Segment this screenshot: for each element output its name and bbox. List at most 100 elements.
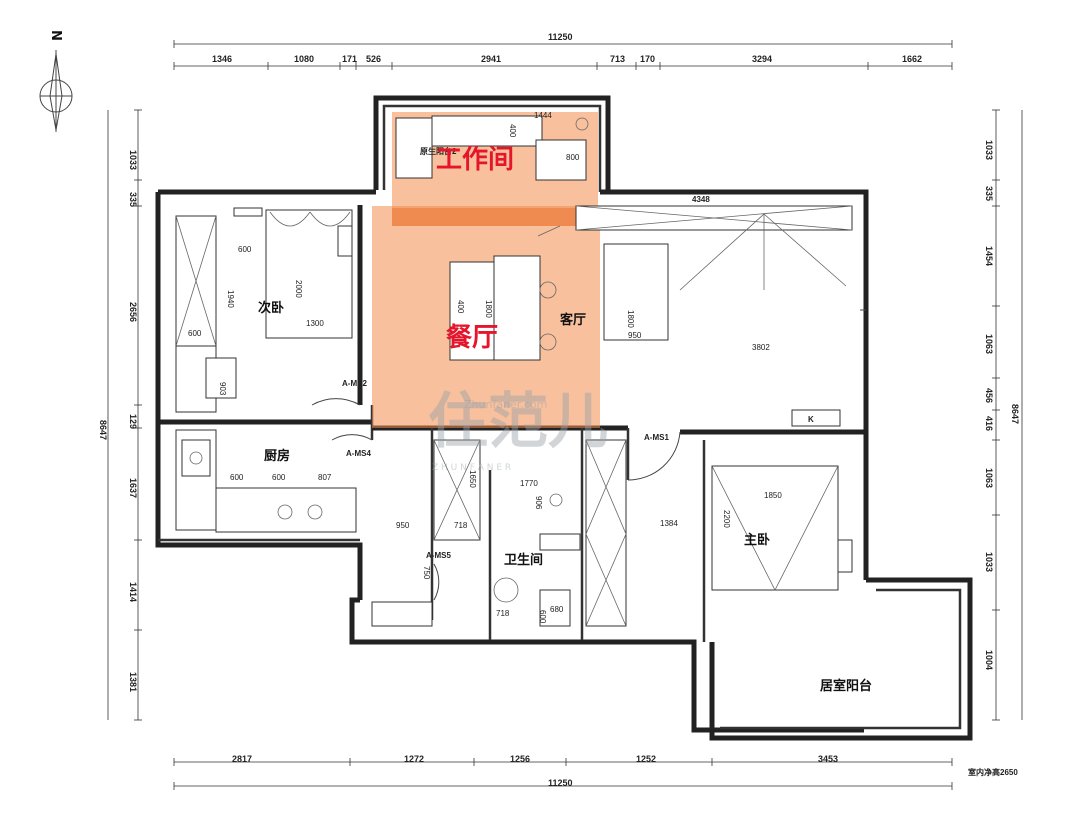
bath-dim-906: 906 bbox=[534, 496, 543, 510]
door-label-ms5: A-MS5 bbox=[426, 551, 451, 560]
left-dim-2: 335 bbox=[128, 192, 138, 207]
bed2-dim-1300: 1300 bbox=[306, 319, 324, 328]
bath-dim-950b: 950 bbox=[396, 521, 410, 530]
dining-dim-1800: 1800 bbox=[484, 300, 493, 318]
dining-label: 餐厅 bbox=[446, 323, 498, 353]
top-dim-6: 713 bbox=[610, 54, 625, 64]
master-dim-1384: 1384 bbox=[660, 519, 678, 528]
kitchen-dim-600b: 600 bbox=[272, 473, 286, 482]
right-dim-7: 1063 bbox=[984, 468, 994, 488]
right-dimensions: 1033 335 1454 1063 456 416 1063 1033 100… bbox=[984, 109, 1023, 721]
studio-dim-1444: 1444 bbox=[534, 111, 552, 120]
storage-cabinet bbox=[585, 439, 627, 627]
top-dim-5: 2941 bbox=[481, 54, 501, 64]
tv-cabinet bbox=[791, 409, 841, 427]
bottom-dim-4: 1252 bbox=[636, 754, 656, 764]
master-dim-1850: 1850 bbox=[764, 491, 782, 500]
dining-dim-400: 400 bbox=[456, 300, 465, 314]
right-total-dim: 8647 bbox=[1010, 404, 1020, 424]
stove-burner-icon bbox=[277, 504, 293, 520]
left-total-dim: 8647 bbox=[98, 420, 108, 440]
master-dim-2200: 2200 bbox=[722, 510, 731, 528]
sofa-dim-950: 950 bbox=[628, 331, 642, 340]
master-bed bbox=[711, 465, 839, 591]
studio-dim-400: 400 bbox=[508, 124, 517, 138]
top-dim-2: 1080 bbox=[294, 54, 314, 64]
watermark: 住范儿 Zhunfaner.com Z H U N F A N E R bbox=[428, 387, 608, 473]
kitchen-dim-600a: 600 bbox=[230, 473, 244, 482]
sofa-dim-1800: 1800 bbox=[626, 310, 635, 328]
dining-area: 400 1800 餐厅 bbox=[446, 225, 561, 361]
studio: 原生阳台2 1444 400 800 工作间 bbox=[395, 111, 589, 181]
right-dim-5: 456 bbox=[984, 388, 994, 403]
stove-burner-icon bbox=[307, 504, 323, 520]
bottom-dim-3: 1256 bbox=[510, 754, 530, 764]
bed2-dim-600b: 600 bbox=[188, 329, 202, 338]
bath-dim-718b: 718 bbox=[496, 609, 510, 618]
compass-label: N bbox=[48, 30, 63, 41]
bath-dim-718: 718 bbox=[454, 521, 468, 530]
watermark-logo: 住范儿 bbox=[428, 387, 608, 457]
top-total-dim: 11250 bbox=[548, 32, 573, 42]
right-dim-1: 1033 bbox=[984, 140, 994, 160]
compass-icon: N bbox=[39, 30, 73, 132]
left-dim-7: 1381 bbox=[128, 672, 138, 692]
right-dim-8: 1033 bbox=[984, 552, 994, 572]
kitchen-dim-807: 807 bbox=[318, 473, 332, 482]
living-room: K 1033 4348 1800 950 3802 客厅 A-MS1 bbox=[560, 195, 866, 481]
bed2-dim-2000: 2000 bbox=[294, 280, 303, 298]
door-swing-ms4 bbox=[331, 434, 373, 441]
bottom-dim-1: 2817 bbox=[232, 754, 252, 764]
top-dim-3: 171 bbox=[342, 54, 357, 64]
sink-icon bbox=[181, 439, 211, 477]
master-balcony-label: 居室阳台 bbox=[820, 678, 872, 694]
second-bedroom: 次卧 600 1940 2000 1300 600 903 A-MS2 bbox=[175, 207, 367, 413]
washbasin-icon bbox=[539, 589, 571, 627]
left-dim-3: 2656 bbox=[128, 302, 138, 322]
right-dim-6: 416 bbox=[984, 416, 994, 431]
bath-dim-1650: 1650 bbox=[468, 470, 477, 488]
bed2-dim-1940: 1940 bbox=[226, 290, 235, 308]
tv-label: K bbox=[808, 415, 814, 424]
bottom-dim-5: 3453 bbox=[818, 754, 838, 764]
top-dim-1: 1346 bbox=[212, 54, 232, 64]
door-label-ms4: A-MS4 bbox=[346, 449, 371, 458]
walls bbox=[155, 95, 973, 741]
bath-dim-1770: 1770 bbox=[520, 479, 538, 488]
top-dim-4: 526 bbox=[366, 54, 381, 64]
studio-dim-800: 800 bbox=[566, 153, 580, 162]
door-swing-ms2 bbox=[311, 398, 361, 406]
bottom-total-dim: 11250 bbox=[548, 778, 573, 788]
living-label: 客厅 bbox=[560, 312, 586, 328]
master-bedroom: 1850 2200 1384 主卧 居室阳台 bbox=[660, 465, 872, 694]
left-dim-1: 1033 bbox=[128, 150, 138, 170]
watermark-sub: Z H U N F A N E R bbox=[432, 463, 511, 473]
counter-bottom bbox=[215, 487, 357, 533]
bathroom-label: 卫生间 bbox=[504, 552, 543, 568]
dining-table bbox=[493, 255, 541, 361]
right-dim-4: 1063 bbox=[984, 334, 994, 354]
door-label-ms1: A-MS1 bbox=[644, 433, 669, 442]
watermark-url: Zhunfaner.com bbox=[464, 398, 547, 411]
bottom-dimensions: 2817 1272 1256 1252 3453 11250 室内净高2650 bbox=[173, 754, 1018, 790]
studio-label: 工作间 bbox=[436, 145, 514, 175]
left-dim-6: 1414 bbox=[128, 582, 138, 602]
right-dim-2: 335 bbox=[984, 186, 994, 201]
bath-dim-600: 600 bbox=[538, 610, 547, 624]
second-bedroom-label: 次卧 bbox=[258, 300, 284, 316]
door-swing-ms1 bbox=[627, 431, 681, 481]
door-label-ms2: A-MS2 bbox=[342, 379, 367, 388]
left-dimensions: 1033 335 2656 129 1637 1414 1381 8647 bbox=[98, 109, 142, 721]
bath-dim-680: 680 bbox=[550, 605, 564, 614]
stool-icon bbox=[539, 281, 557, 299]
kitchen-label: 厨房 bbox=[264, 448, 290, 464]
top-dimensions: 11250 1346 1080 171 526 2941 713 170 329… bbox=[173, 32, 953, 70]
ceiling-height-note: 室内净高2650 bbox=[968, 767, 1018, 777]
living-dim-3802: 3802 bbox=[752, 343, 770, 352]
bath-dim-750: 750 bbox=[422, 566, 431, 580]
stool-icon bbox=[539, 333, 557, 351]
door-swing-ms5 bbox=[433, 563, 440, 601]
left-dim-4: 129 bbox=[128, 414, 138, 429]
bathroom: 卫生间 1770 1650 718 750 906 718 600 680 95… bbox=[371, 439, 627, 627]
